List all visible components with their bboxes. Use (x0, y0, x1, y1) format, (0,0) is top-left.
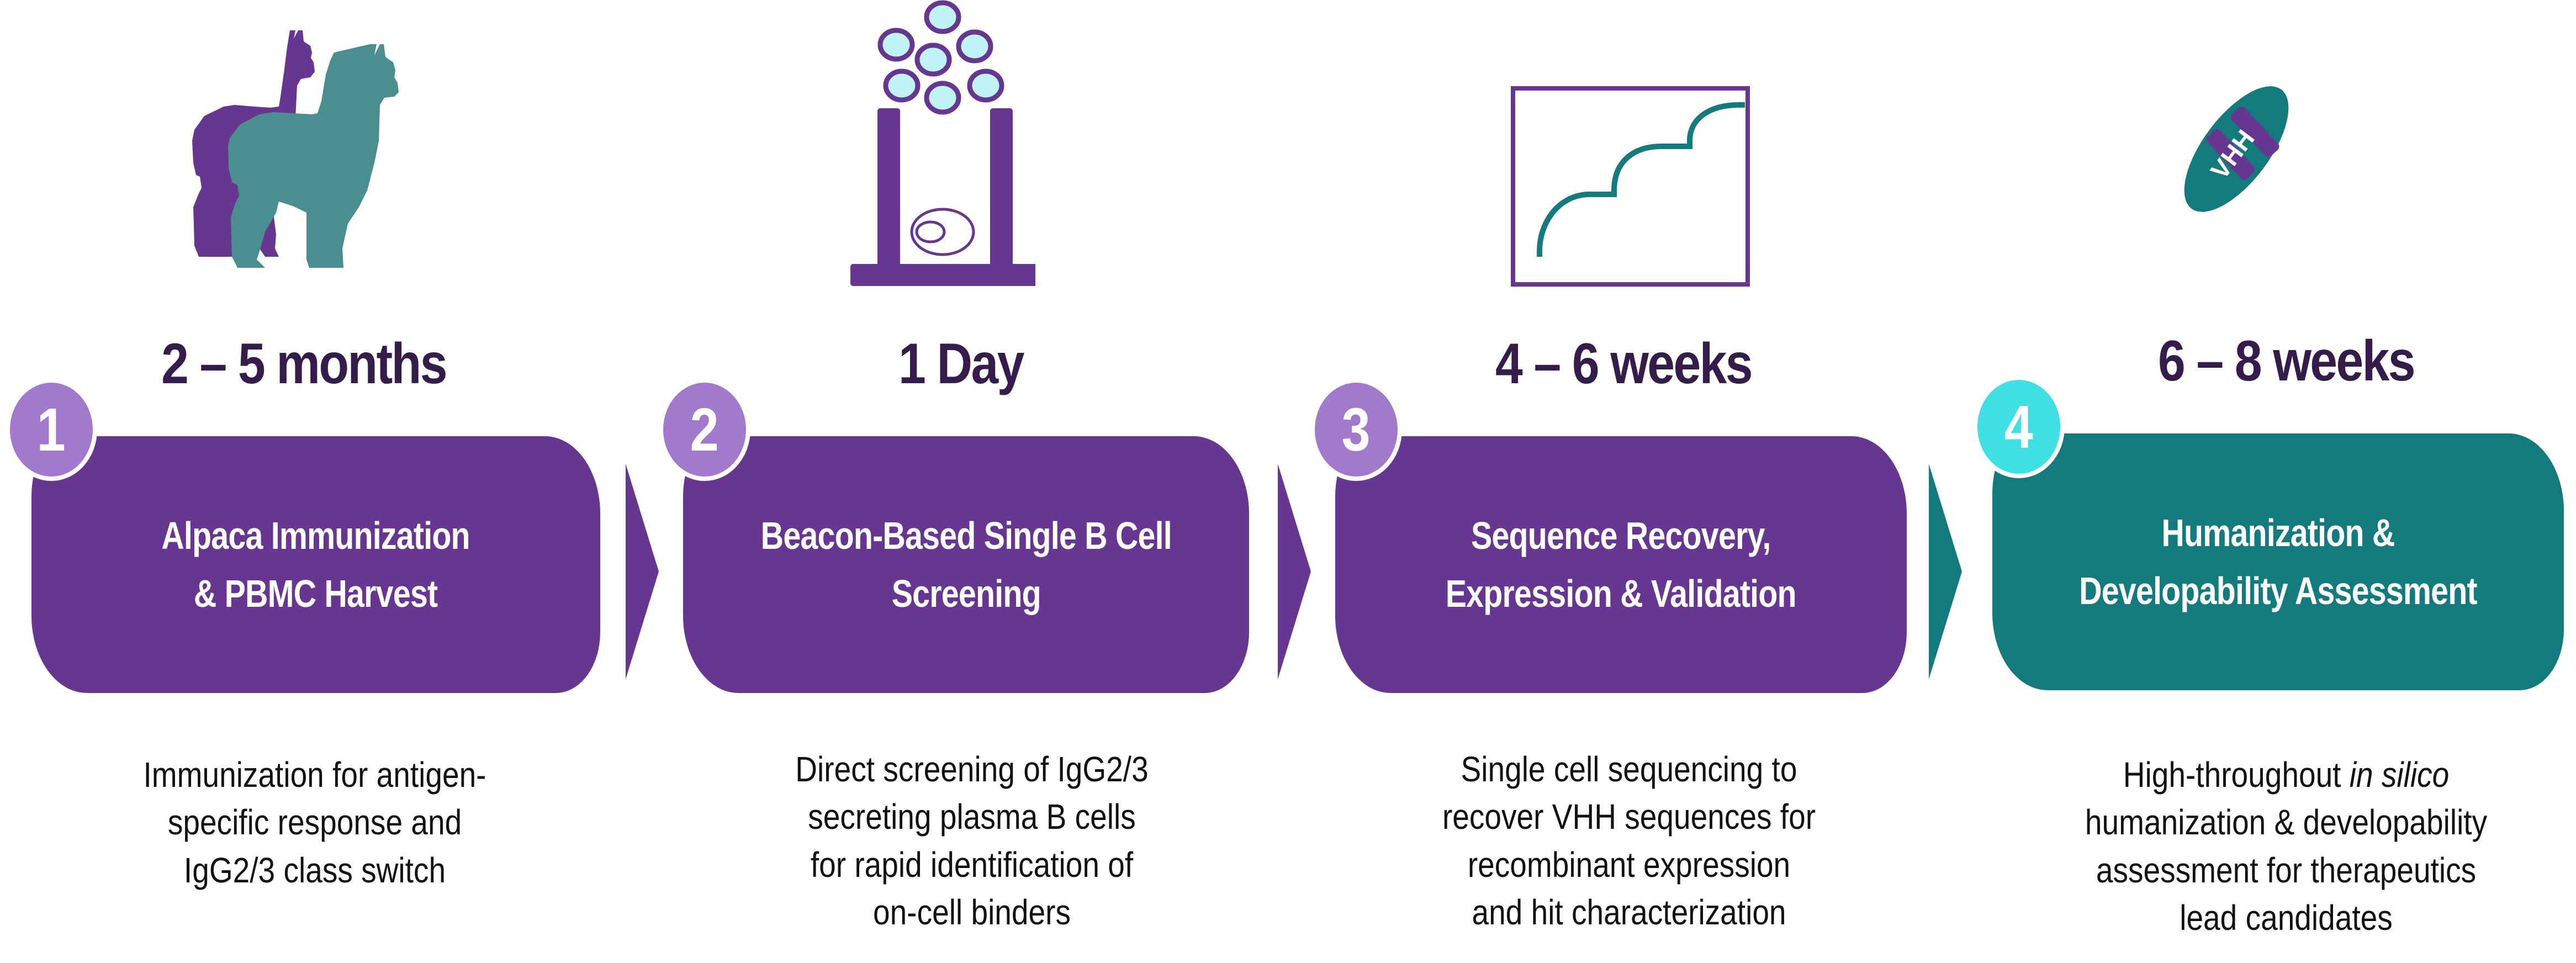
teal-alpaca-silhouette (228, 44, 399, 268)
step-4-description: High-throughout in silico humanization &… (2049, 751, 2524, 942)
b-cell (924, 81, 961, 115)
description-first-line: High-throughout in silico (2123, 755, 2450, 795)
b-cell-cluster (877, 0, 1004, 115)
step-2-number-badge: 2 (659, 378, 750, 481)
stepwise-curve-icon (1511, 86, 1750, 287)
step-1-duration: 2 – 5 months (161, 332, 447, 396)
step-2-description: Direct screening of IgG2/3 secreting pla… (795, 749, 1149, 933)
step-3-duration: 4 – 6 weeks (1495, 332, 1753, 396)
chip-pen-structure (850, 108, 1035, 286)
step-1-description: Immunization for antigen- specific respo… (143, 755, 486, 890)
step-4-duration: 6 – 8 weeks (2158, 329, 2416, 393)
chevron-right-icon (1929, 464, 1962, 679)
step-1-title: Alpaca Immunization & PBMC Harvest (161, 514, 470, 615)
step-4-title: Humanization & Developability Assessment (2079, 511, 2478, 612)
step-4-number-badge: 4 (1973, 375, 2065, 478)
cdr-stripe (2206, 129, 2255, 180)
vhh-antibody-icon: VHH (2184, 86, 2289, 212)
b-cell (956, 29, 993, 64)
chevron-right-icon (1278, 464, 1311, 679)
b-cell (914, 43, 952, 77)
alpaca-icon (192, 30, 399, 268)
step-1-number-badge: 1 (6, 378, 97, 481)
step-4-box: Humanization & Developability Assessment (1992, 433, 2564, 690)
b-cell (877, 28, 915, 62)
plasma-cell (910, 208, 975, 256)
frame (1511, 86, 1750, 287)
step-2-box: Beacon-Based Single B Cell Screening (683, 436, 1249, 693)
chevron-right-icon (626, 464, 659, 679)
step-3-box: Sequence Recovery, Expression & Validati… (1335, 436, 1907, 693)
step-3-number-badge: 3 (1310, 378, 1402, 481)
growth-curve (1537, 102, 1745, 257)
beacon-chip-icon (850, 0, 1035, 286)
step-2-title: Beacon-Based Single B Cell Screening (760, 514, 1172, 615)
step-3-description: Single cell sequencing to recover VHH se… (1442, 749, 1816, 933)
step-3-title: Sequence Recovery, Expression & Validati… (1445, 514, 1797, 615)
step-2-duration: 1 Day (898, 332, 1024, 396)
b-cell (967, 68, 1004, 103)
b-cell (924, 0, 961, 34)
cdr-stripe (2230, 106, 2279, 157)
step-1-box: Alpaca Immunization & PBMC Harvest (31, 436, 600, 693)
b-cell (883, 68, 921, 103)
